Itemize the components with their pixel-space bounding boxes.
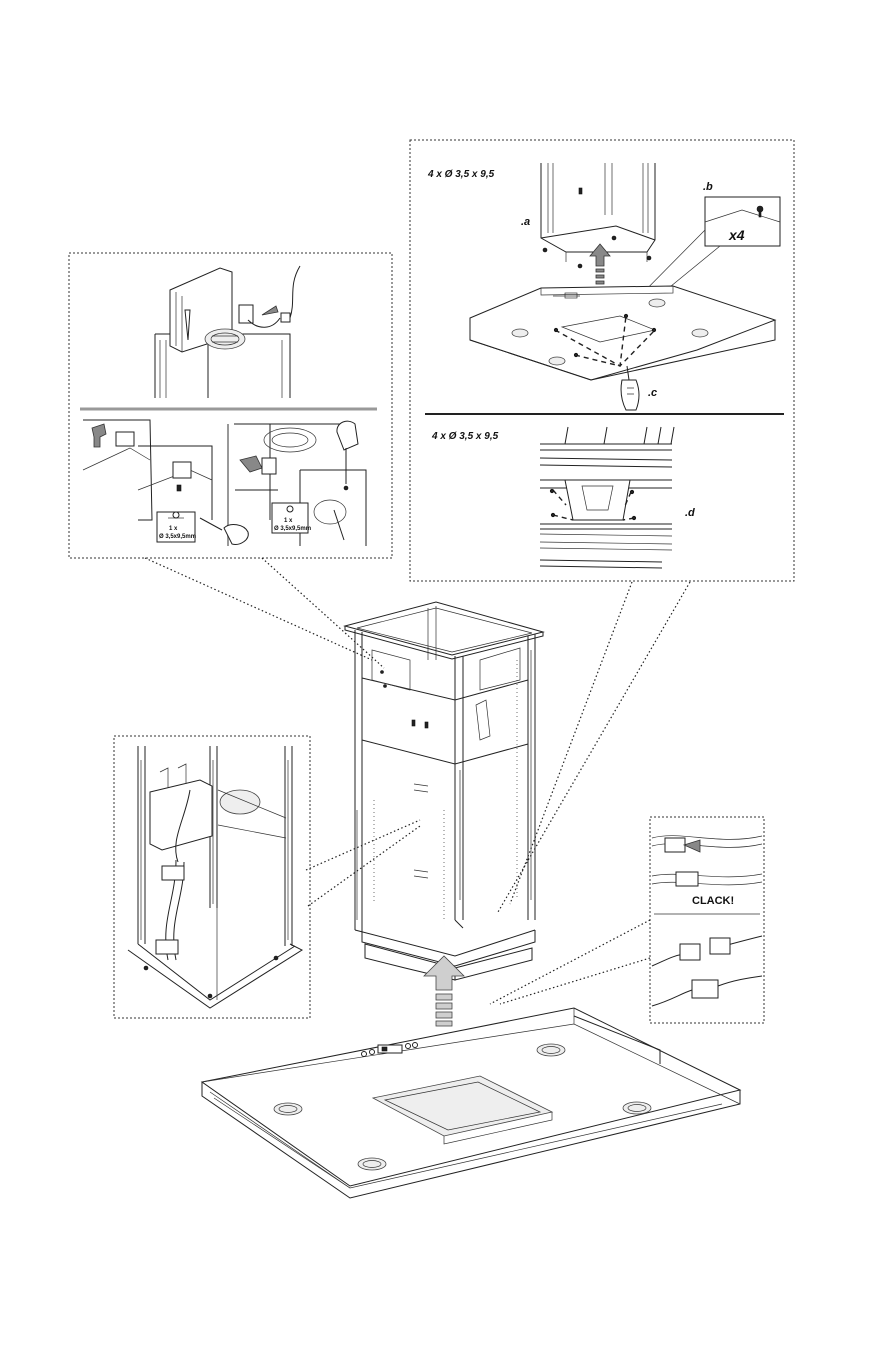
screw-right-size-label: Ø 3,5x9,5mm (274, 526, 311, 532)
screw-left-qty-label: 1 x (169, 526, 178, 532)
callout-leader-lines (144, 557, 691, 1005)
screwdriver-hand-icon (620, 365, 640, 411)
step-a-label: .a (521, 216, 530, 228)
up-arrow-icon (589, 243, 611, 285)
connector-sub-view-right: 1 x Ø 3,5x9,5mm (234, 420, 367, 546)
qty-x4-label: x4 (728, 227, 745, 243)
detail-panel-hood-attachment: 4 x Ø 3,5 x 9,5 .a .b .c (409, 139, 795, 582)
motor-housing-cable-view (154, 265, 301, 398)
chimney-frame-main (343, 601, 545, 981)
detail-panel-electrical-connection: 1 x Ø 3,5x9,5mm 1 x Ø 3,5x9,5mm (68, 252, 393, 559)
screw-spec-top-label: 4 x Ø 3,5 x 9,5 (427, 169, 495, 180)
step-d-label: .d (685, 507, 695, 519)
detail-panel-connector-clack: CLACK! (649, 816, 765, 1024)
connector-sub-view-left: 1 x Ø 3,5x9,5mm (82, 419, 249, 545)
control-panel (361, 1042, 418, 1057)
clack-label: CLACK! (692, 895, 734, 907)
screw-left-size-label: Ø 3,5x9,5mm (159, 534, 196, 540)
hood-top-view (469, 285, 777, 381)
step-b-label: .b (703, 181, 713, 193)
callout-screw-x4: x4 (625, 196, 781, 319)
step-c-label: .c (648, 387, 657, 399)
main-up-arrow-icon (423, 955, 465, 1027)
screw-right-qty-label: 1 x (284, 518, 293, 524)
screw-spec-mid-label: 4 x Ø 3,5 x 9,5 (431, 431, 499, 442)
detail-panel-cable-routing (113, 735, 311, 1019)
hood-side-section (539, 426, 675, 569)
frame-lower-end (540, 163, 656, 269)
hood-main (200, 1007, 742, 1199)
